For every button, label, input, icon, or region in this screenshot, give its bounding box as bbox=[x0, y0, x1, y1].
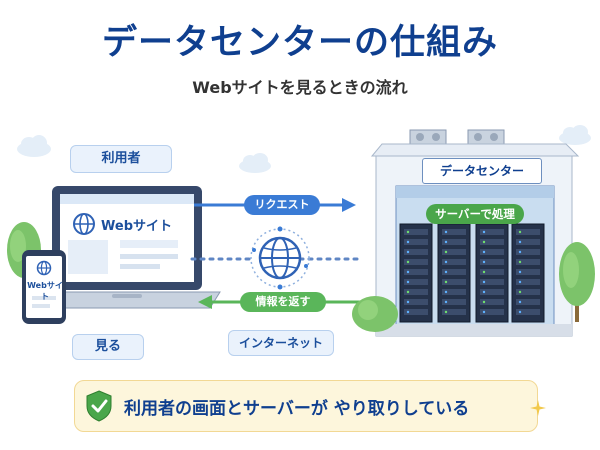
server-led bbox=[406, 300, 410, 304]
server-led bbox=[518, 290, 522, 294]
server-led bbox=[406, 230, 410, 234]
server-led bbox=[444, 260, 448, 264]
tree-icon bbox=[559, 242, 595, 322]
server-unit bbox=[516, 229, 540, 235]
server-unit bbox=[516, 249, 540, 255]
server-unit bbox=[442, 259, 466, 265]
page-title: データセンターの仕組み bbox=[101, 23, 498, 63]
server-unit bbox=[516, 239, 540, 245]
summary-box bbox=[74, 380, 538, 432]
server-led bbox=[444, 240, 448, 244]
laptop-icon bbox=[33, 186, 221, 309]
server-unit bbox=[480, 269, 504, 275]
server-led bbox=[518, 280, 522, 284]
server-unit bbox=[442, 269, 466, 275]
globe-icon bbox=[36, 260, 52, 276]
server-unit bbox=[404, 279, 428, 285]
server-led bbox=[518, 240, 522, 244]
server-led bbox=[444, 230, 448, 234]
server-unit bbox=[442, 239, 466, 245]
sparkle-icon bbox=[530, 400, 546, 416]
server-unit bbox=[480, 289, 504, 295]
server-unit bbox=[480, 239, 504, 245]
server-unit bbox=[516, 299, 540, 305]
internet-label: インターネット bbox=[228, 330, 334, 356]
tree-icon bbox=[352, 296, 398, 332]
server-led bbox=[406, 240, 410, 244]
server-led bbox=[482, 290, 486, 294]
server-unit bbox=[404, 299, 428, 305]
server-led bbox=[406, 260, 410, 264]
server-led bbox=[518, 230, 522, 234]
server-unit bbox=[480, 279, 504, 285]
server-unit bbox=[516, 289, 540, 295]
server-led bbox=[406, 270, 410, 274]
globe-icon bbox=[250, 226, 310, 290]
server-led bbox=[406, 280, 410, 284]
server-led bbox=[444, 290, 448, 294]
phone-screen-text: Webサイト bbox=[27, 281, 63, 301]
cloud-icon bbox=[239, 153, 271, 173]
server-led bbox=[482, 240, 486, 244]
server-unit bbox=[404, 259, 428, 265]
server-led bbox=[518, 310, 522, 314]
server-unit bbox=[516, 309, 540, 315]
server-unit bbox=[442, 289, 466, 295]
server-led bbox=[406, 250, 410, 254]
server-unit bbox=[516, 279, 540, 285]
page-subtitle: Webサイトを見るときの流れ bbox=[192, 78, 408, 97]
server-unit bbox=[442, 229, 466, 235]
server-led bbox=[444, 300, 448, 304]
server-unit bbox=[442, 299, 466, 305]
laptop-screen-text: Webサイト bbox=[101, 219, 172, 234]
server-unit bbox=[404, 289, 428, 295]
server-unit bbox=[404, 309, 428, 315]
internet-dotted-line bbox=[190, 257, 362, 261]
server-unit bbox=[480, 229, 504, 235]
server-unit bbox=[404, 229, 428, 235]
view-label: 見る bbox=[72, 334, 144, 360]
server-led bbox=[518, 260, 522, 264]
server-led bbox=[482, 260, 486, 264]
shield-check-icon bbox=[86, 390, 112, 422]
cloud-icon bbox=[17, 135, 51, 157]
server-unit bbox=[442, 309, 466, 315]
server-unit bbox=[480, 249, 504, 255]
response-label: 情報を返す bbox=[240, 292, 326, 312]
request-label: リクエスト bbox=[244, 195, 320, 215]
server-process-label: サーバーで処理 bbox=[426, 204, 524, 224]
server-led bbox=[518, 270, 522, 274]
server-led bbox=[482, 250, 486, 254]
cloud-icon bbox=[559, 125, 591, 145]
server-unit bbox=[404, 249, 428, 255]
server-led bbox=[482, 280, 486, 284]
summary-text: 利用者の画面とサーバーが やり取りしている bbox=[124, 399, 470, 419]
server-led bbox=[482, 300, 486, 304]
server-unit bbox=[404, 239, 428, 245]
server-unit bbox=[404, 269, 428, 275]
server-led bbox=[406, 310, 410, 314]
server-unit bbox=[516, 259, 540, 265]
globe-icon bbox=[73, 213, 95, 235]
server-unit bbox=[516, 269, 540, 275]
server-led bbox=[482, 310, 486, 314]
server-unit bbox=[480, 299, 504, 305]
server-led bbox=[444, 270, 448, 274]
server-led bbox=[482, 230, 486, 234]
server-unit bbox=[442, 279, 466, 285]
server-led bbox=[444, 310, 448, 314]
server-led bbox=[444, 280, 448, 284]
server-led bbox=[518, 300, 522, 304]
server-rack-icon bbox=[399, 223, 545, 323]
user-label: 利用者 bbox=[70, 145, 172, 173]
smartphone-icon bbox=[22, 250, 66, 324]
server-led bbox=[482, 270, 486, 274]
server-unit bbox=[480, 309, 504, 315]
server-led bbox=[518, 250, 522, 254]
datacenter-label: データセンター bbox=[422, 158, 542, 184]
server-led bbox=[444, 250, 448, 254]
server-led bbox=[406, 290, 410, 294]
server-unit bbox=[442, 249, 466, 255]
server-unit bbox=[480, 259, 504, 265]
